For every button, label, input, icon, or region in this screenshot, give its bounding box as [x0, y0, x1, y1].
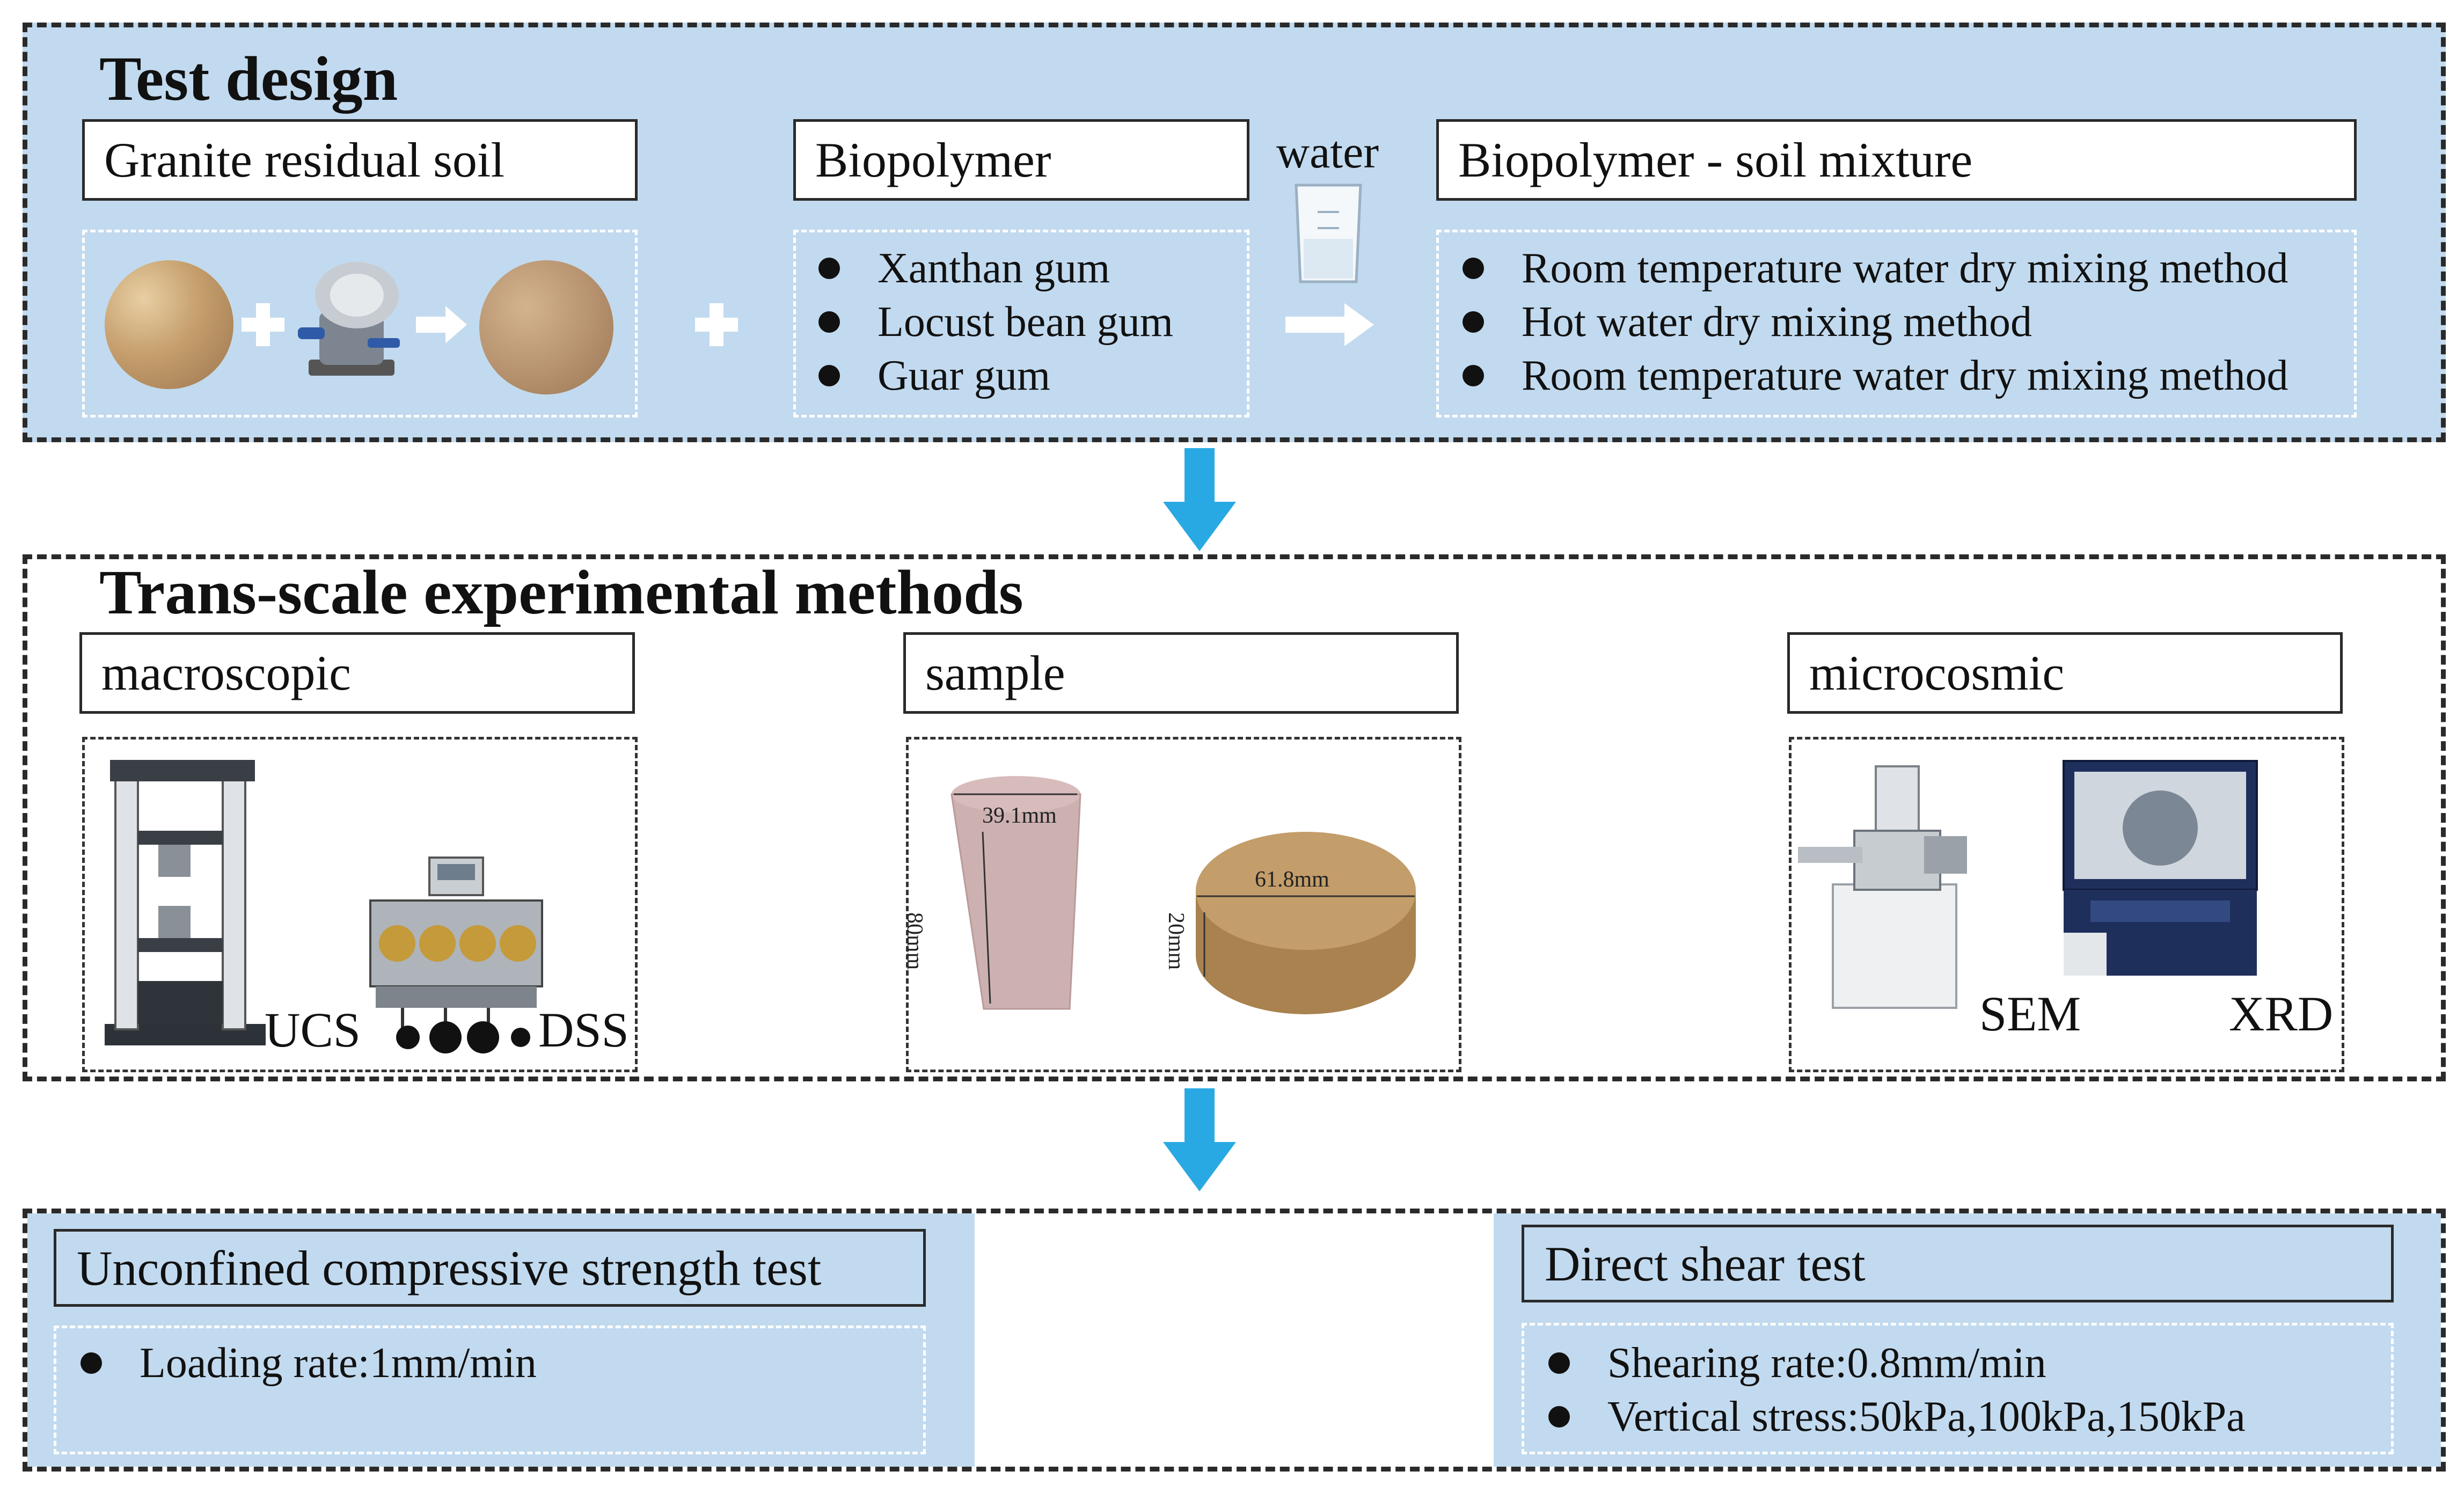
biopolymer-list: Xanthan gum Locust bean gum Guar gum	[818, 241, 1173, 402]
beaker-icon	[1295, 184, 1362, 283]
xrd-label: XRD	[2229, 986, 2334, 1041]
microcosmic-header: microcosmic	[1787, 632, 2343, 714]
ucs-label: UCS	[265, 1002, 361, 1057]
bullet-icon	[818, 258, 840, 279]
macroscopic-header: macroscopic	[79, 632, 635, 714]
ucs-details-box	[54, 1326, 926, 1454]
grinder-machine-image	[298, 262, 400, 376]
list-item: Shearing rate:0.8mm/min	[1548, 1336, 2246, 1390]
water-label: water	[1276, 126, 1379, 178]
cylinder-height-label: 80mm	[902, 912, 927, 970]
ground-soil-image	[479, 260, 613, 394]
arrow-down-icon	[1163, 1088, 1236, 1191]
soil-header: Granite residual soil	[82, 119, 638, 201]
dss-machine-image	[369, 857, 543, 1053]
plus-icon	[242, 303, 284, 346]
test-design-panel	[23, 23, 2446, 442]
bullet-icon	[818, 365, 840, 386]
mixture-list: Room temperature water dry mixing method…	[1463, 241, 2288, 402]
bullet-icon	[1548, 1352, 1570, 1374]
bullet-icon	[1463, 365, 1484, 386]
arrow-right-icon	[416, 306, 467, 343]
plus-icon	[695, 303, 738, 346]
disk-sample-image	[1196, 832, 1416, 1014]
list-item: Vertical stress:50kPa,100kPa,150kPa	[1548, 1390, 2246, 1444]
mixture-header: Biopolymer - soil mixture	[1436, 119, 2357, 201]
test-design-title: Test design	[99, 43, 398, 114]
list-item: Guar gum	[818, 349, 1173, 402]
sem-label: SEM	[1979, 986, 2081, 1041]
list-item: Hot water dry mixing method	[1463, 295, 2288, 349]
shear-details-box	[1522, 1323, 2394, 1454]
ucs-details-list: Loading rate:1mm/min	[81, 1336, 537, 1390]
dss-label: DSS	[538, 1002, 629, 1057]
list-item: Loading rate:1mm/min	[81, 1336, 537, 1390]
list-item: Locust bean gum	[818, 295, 1173, 349]
mixture-list-box	[1436, 230, 2357, 418]
list-item: Xanthan gum	[818, 241, 1173, 295]
arrow-right-icon	[1285, 303, 1374, 346]
granite-gravel-image	[105, 260, 233, 389]
cylinder-sample-image	[950, 776, 1081, 1010]
sample-header: sample	[903, 632, 1459, 714]
list-item: Room temperature water dry mixing method	[1463, 241, 2288, 295]
bullet-icon	[1463, 311, 1484, 333]
biopolymer-header: Biopolymer	[793, 119, 1249, 201]
biopolymer-list-box	[793, 230, 1249, 418]
arrow-down-icon	[1163, 448, 1236, 551]
shear-test-header: Direct shear test	[1522, 1225, 2394, 1302]
soil-images-box	[82, 230, 638, 418]
bullet-icon	[1463, 258, 1484, 279]
list-item: Room temperature water dry mixing method	[1463, 349, 2288, 402]
ucs-machine-image	[105, 760, 266, 1045]
xrd-instrument-image	[2063, 760, 2258, 976]
shear-details-list: Shearing rate:0.8mm/min Vertical stress:…	[1548, 1336, 2246, 1444]
ucs-test-header: Unconfined compressive strength test	[54, 1229, 926, 1307]
bullet-icon	[818, 311, 840, 333]
sem-instrument-image	[1798, 765, 1967, 1009]
cylinder-diameter-label: 39.1mm	[982, 803, 1057, 828]
disk-diameter-label: 61.8mm	[1255, 867, 1329, 892]
bullet-icon	[1548, 1406, 1570, 1428]
bullet-icon	[81, 1352, 102, 1374]
methods-title: Trans-scale experimental methods	[99, 557, 1023, 627]
disk-height-label: 20mm	[1164, 912, 1188, 970]
